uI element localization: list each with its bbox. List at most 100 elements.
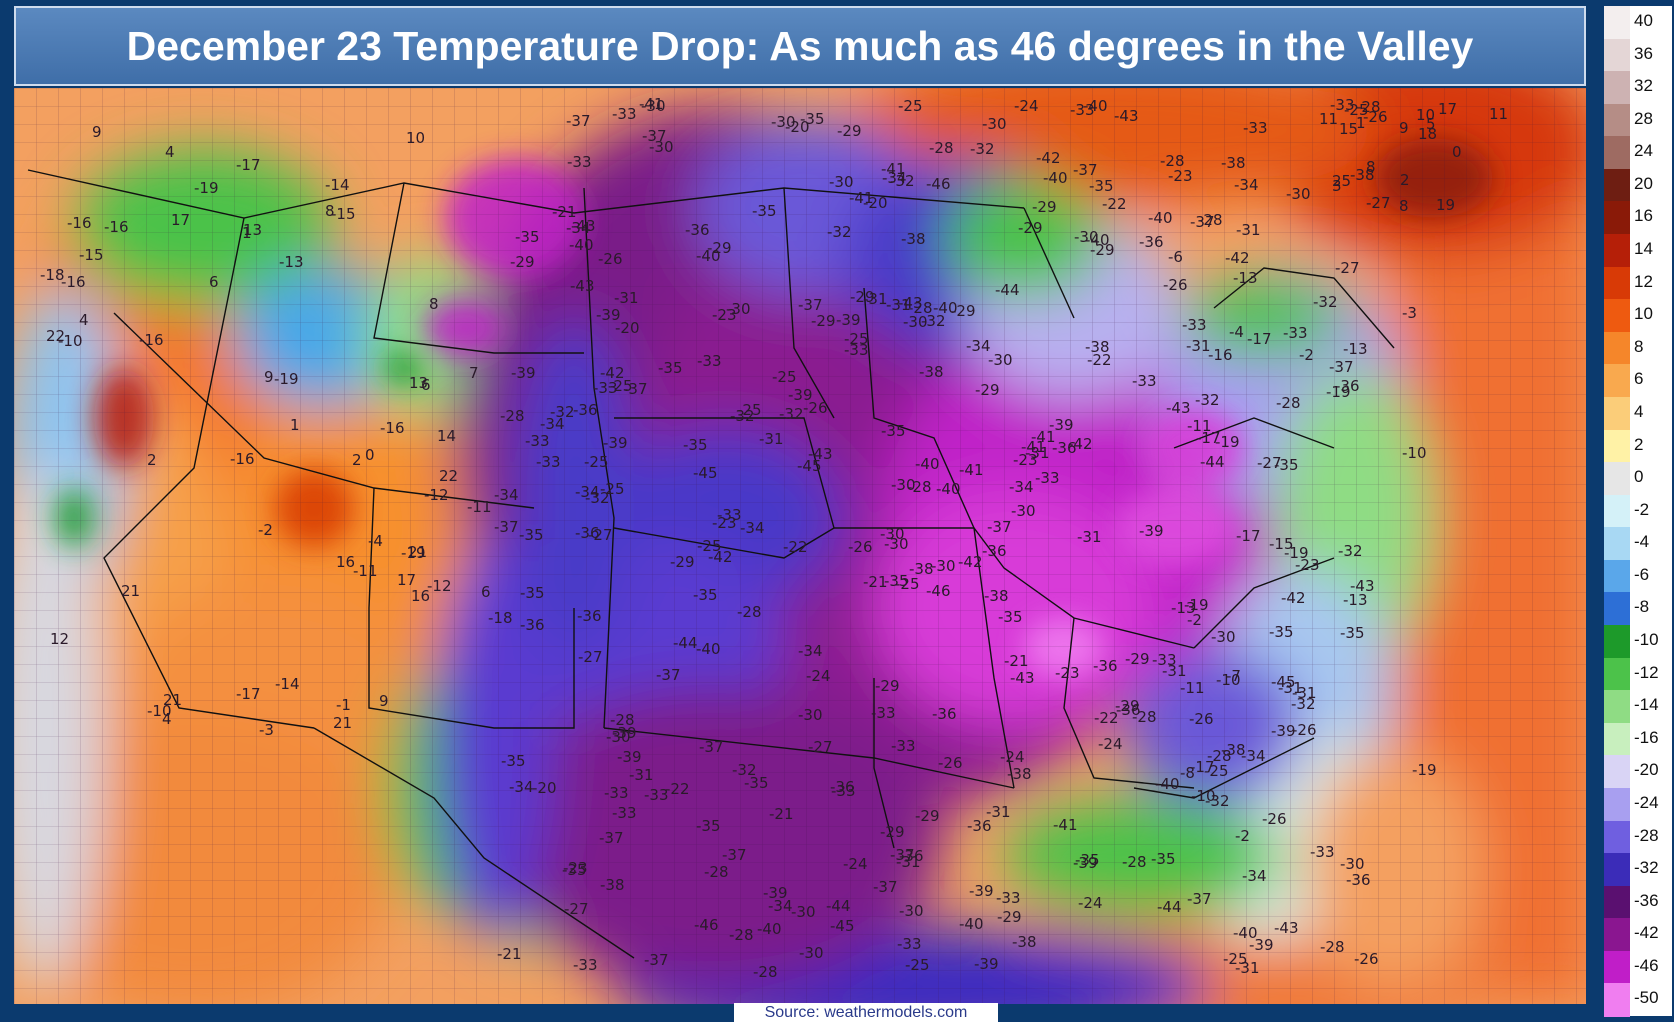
temperature-value-label: -33 (1035, 469, 1060, 487)
temperature-value-label: -25 (844, 330, 869, 348)
temperature-value-label: -34 (798, 642, 823, 660)
temperature-value-label: -37 (1329, 358, 1354, 376)
temperature-value-label: -11 (353, 562, 378, 580)
legend-label: -16 (1634, 727, 1659, 747)
temperature-value-label: -33 (536, 453, 561, 471)
temperature-value-label: -37 (1190, 213, 1215, 231)
legend-label: -12 (1634, 662, 1659, 682)
temperature-value-label: 21 (163, 691, 182, 709)
temperature-value-label: -39 (1249, 936, 1274, 954)
temperature-value-label: 21 (408, 543, 427, 561)
temperature-value-label: -30 (988, 351, 1013, 369)
temperature-value-label: -38 (1221, 154, 1246, 172)
temperature-value-label: -32 (921, 312, 946, 330)
temperature-value-label: -3 (259, 721, 274, 739)
temperature-value-label: -28 (1198, 211, 1223, 229)
temperature-value-label: -27 (1257, 454, 1282, 472)
legend-swatch (1604, 820, 1630, 855)
temperature-value-label: -28 (1122, 853, 1147, 871)
temperature-value-label: -37 (1187, 890, 1212, 908)
temperature-value-label: -14 (325, 176, 350, 194)
temperature-value-label: -26 (803, 399, 828, 417)
temperature-value-label: -4 (368, 532, 383, 550)
temperature-value-label: -29 (1115, 697, 1140, 715)
temperature-value-label: -30 (1211, 628, 1236, 646)
temperature-value-label: -30 (606, 728, 631, 746)
temperature-value-label: -42 (600, 364, 625, 382)
temperature-value-label: -40 (696, 640, 721, 658)
temperature-value-label: -29 (875, 677, 900, 695)
temperature-value-label: -25 (1223, 950, 1248, 968)
temperature-value-label: -31 (1235, 959, 1260, 977)
temperature-value-label: 17 (1438, 100, 1457, 118)
temperature-value-label: -31 (759, 430, 784, 448)
legend-label: 10 (1634, 304, 1653, 324)
legend-swatch (1604, 234, 1630, 268)
temperature-value-label: 9 (1399, 119, 1409, 137)
temperature-value-label: -20 (785, 118, 810, 136)
temperature-value-label: 22 (439, 467, 458, 485)
temperature-value-label: -17 (236, 685, 261, 703)
temperature-value-label: 10 (1416, 106, 1435, 124)
temperature-value-label: -32 (890, 172, 915, 190)
temperature-value-label: -6 (1168, 248, 1183, 266)
temperature-value-label: -25 (772, 368, 797, 386)
temperature-value-label: -10 (1191, 787, 1216, 805)
temperature-value-label: 17 (171, 211, 190, 229)
temperature-value-label: -41 (1021, 438, 1046, 456)
temperature-value-label: -32 (970, 140, 995, 158)
temperature-value-label: -33 (697, 352, 722, 370)
temperature-value-label: -29 (837, 122, 862, 140)
temperature-value-label: 5 (1426, 115, 1436, 133)
temperature-value-label: 2 (352, 451, 362, 469)
temperature-value-label: -25 (737, 401, 762, 419)
legend-swatch (1604, 657, 1630, 692)
temperature-value-label: -2 (1235, 827, 1250, 845)
temperature-value-label: -36 (1116, 701, 1141, 719)
temperature-value-label: -40 (1043, 169, 1068, 187)
temperature-value-label: -21 (497, 945, 522, 963)
temperature-value-label: -29 (811, 312, 836, 330)
legend-swatch (1604, 136, 1630, 170)
temperature-value-label: -3 (1402, 304, 1417, 322)
temperature-value-label: -37 (656, 666, 681, 684)
temperature-value-label: 9 (264, 368, 274, 386)
temperature-value-label: -32 (779, 405, 804, 423)
temperature-value-label: -36 (1139, 233, 1164, 251)
temperature-value-label: -4 (1229, 323, 1244, 341)
county-grid (14, 88, 1586, 1004)
temperature-value-label: -37 (599, 829, 624, 847)
temperature-value-label: 21 (121, 582, 140, 600)
temperature-value-label: -38 (600, 876, 625, 894)
temperature-value-label: -32 (1205, 792, 1230, 810)
temperature-value-label: -28 (737, 603, 762, 621)
temperature-value-label: -39 (788, 386, 813, 404)
temperature-value-label: -19 (1215, 433, 1240, 451)
temperature-value-label: -37 (566, 112, 591, 130)
legend-label: -28 (1634, 825, 1659, 845)
temperature-value-label: -22 (665, 780, 690, 798)
temperature-value-label: -29 (1018, 219, 1043, 237)
temperature-value-label: -33 (1283, 324, 1308, 342)
temperature-value-label: -39 (1049, 416, 1074, 434)
legend-label: 14 (1634, 239, 1653, 259)
legend-swatch (1604, 299, 1630, 333)
temperature-value-label: -19 (194, 179, 219, 197)
temperature-value-label: 14 (437, 427, 456, 445)
legend-swatch (1604, 429, 1630, 464)
temperature-value-label: -32 (550, 403, 575, 421)
temperature-value-label: -39 (603, 434, 628, 452)
temperature-value-label: -36 (573, 401, 598, 419)
temperature-value-label: -28 (1356, 98, 1381, 116)
temperature-value-label: -21 (863, 573, 888, 591)
temperature-value-label: -13 (279, 253, 304, 271)
legend-label: 36 (1634, 43, 1653, 63)
temperature-value-label: -30 (641, 97, 666, 115)
legend-swatch (1604, 462, 1630, 496)
temperature-value-label: -35 (515, 228, 540, 246)
legend-label: -4 (1634, 532, 1650, 552)
legend-swatch (1604, 787, 1630, 822)
temperature-value-label: -40 (1155, 775, 1180, 793)
temperature-value-label: -35 (519, 526, 544, 544)
